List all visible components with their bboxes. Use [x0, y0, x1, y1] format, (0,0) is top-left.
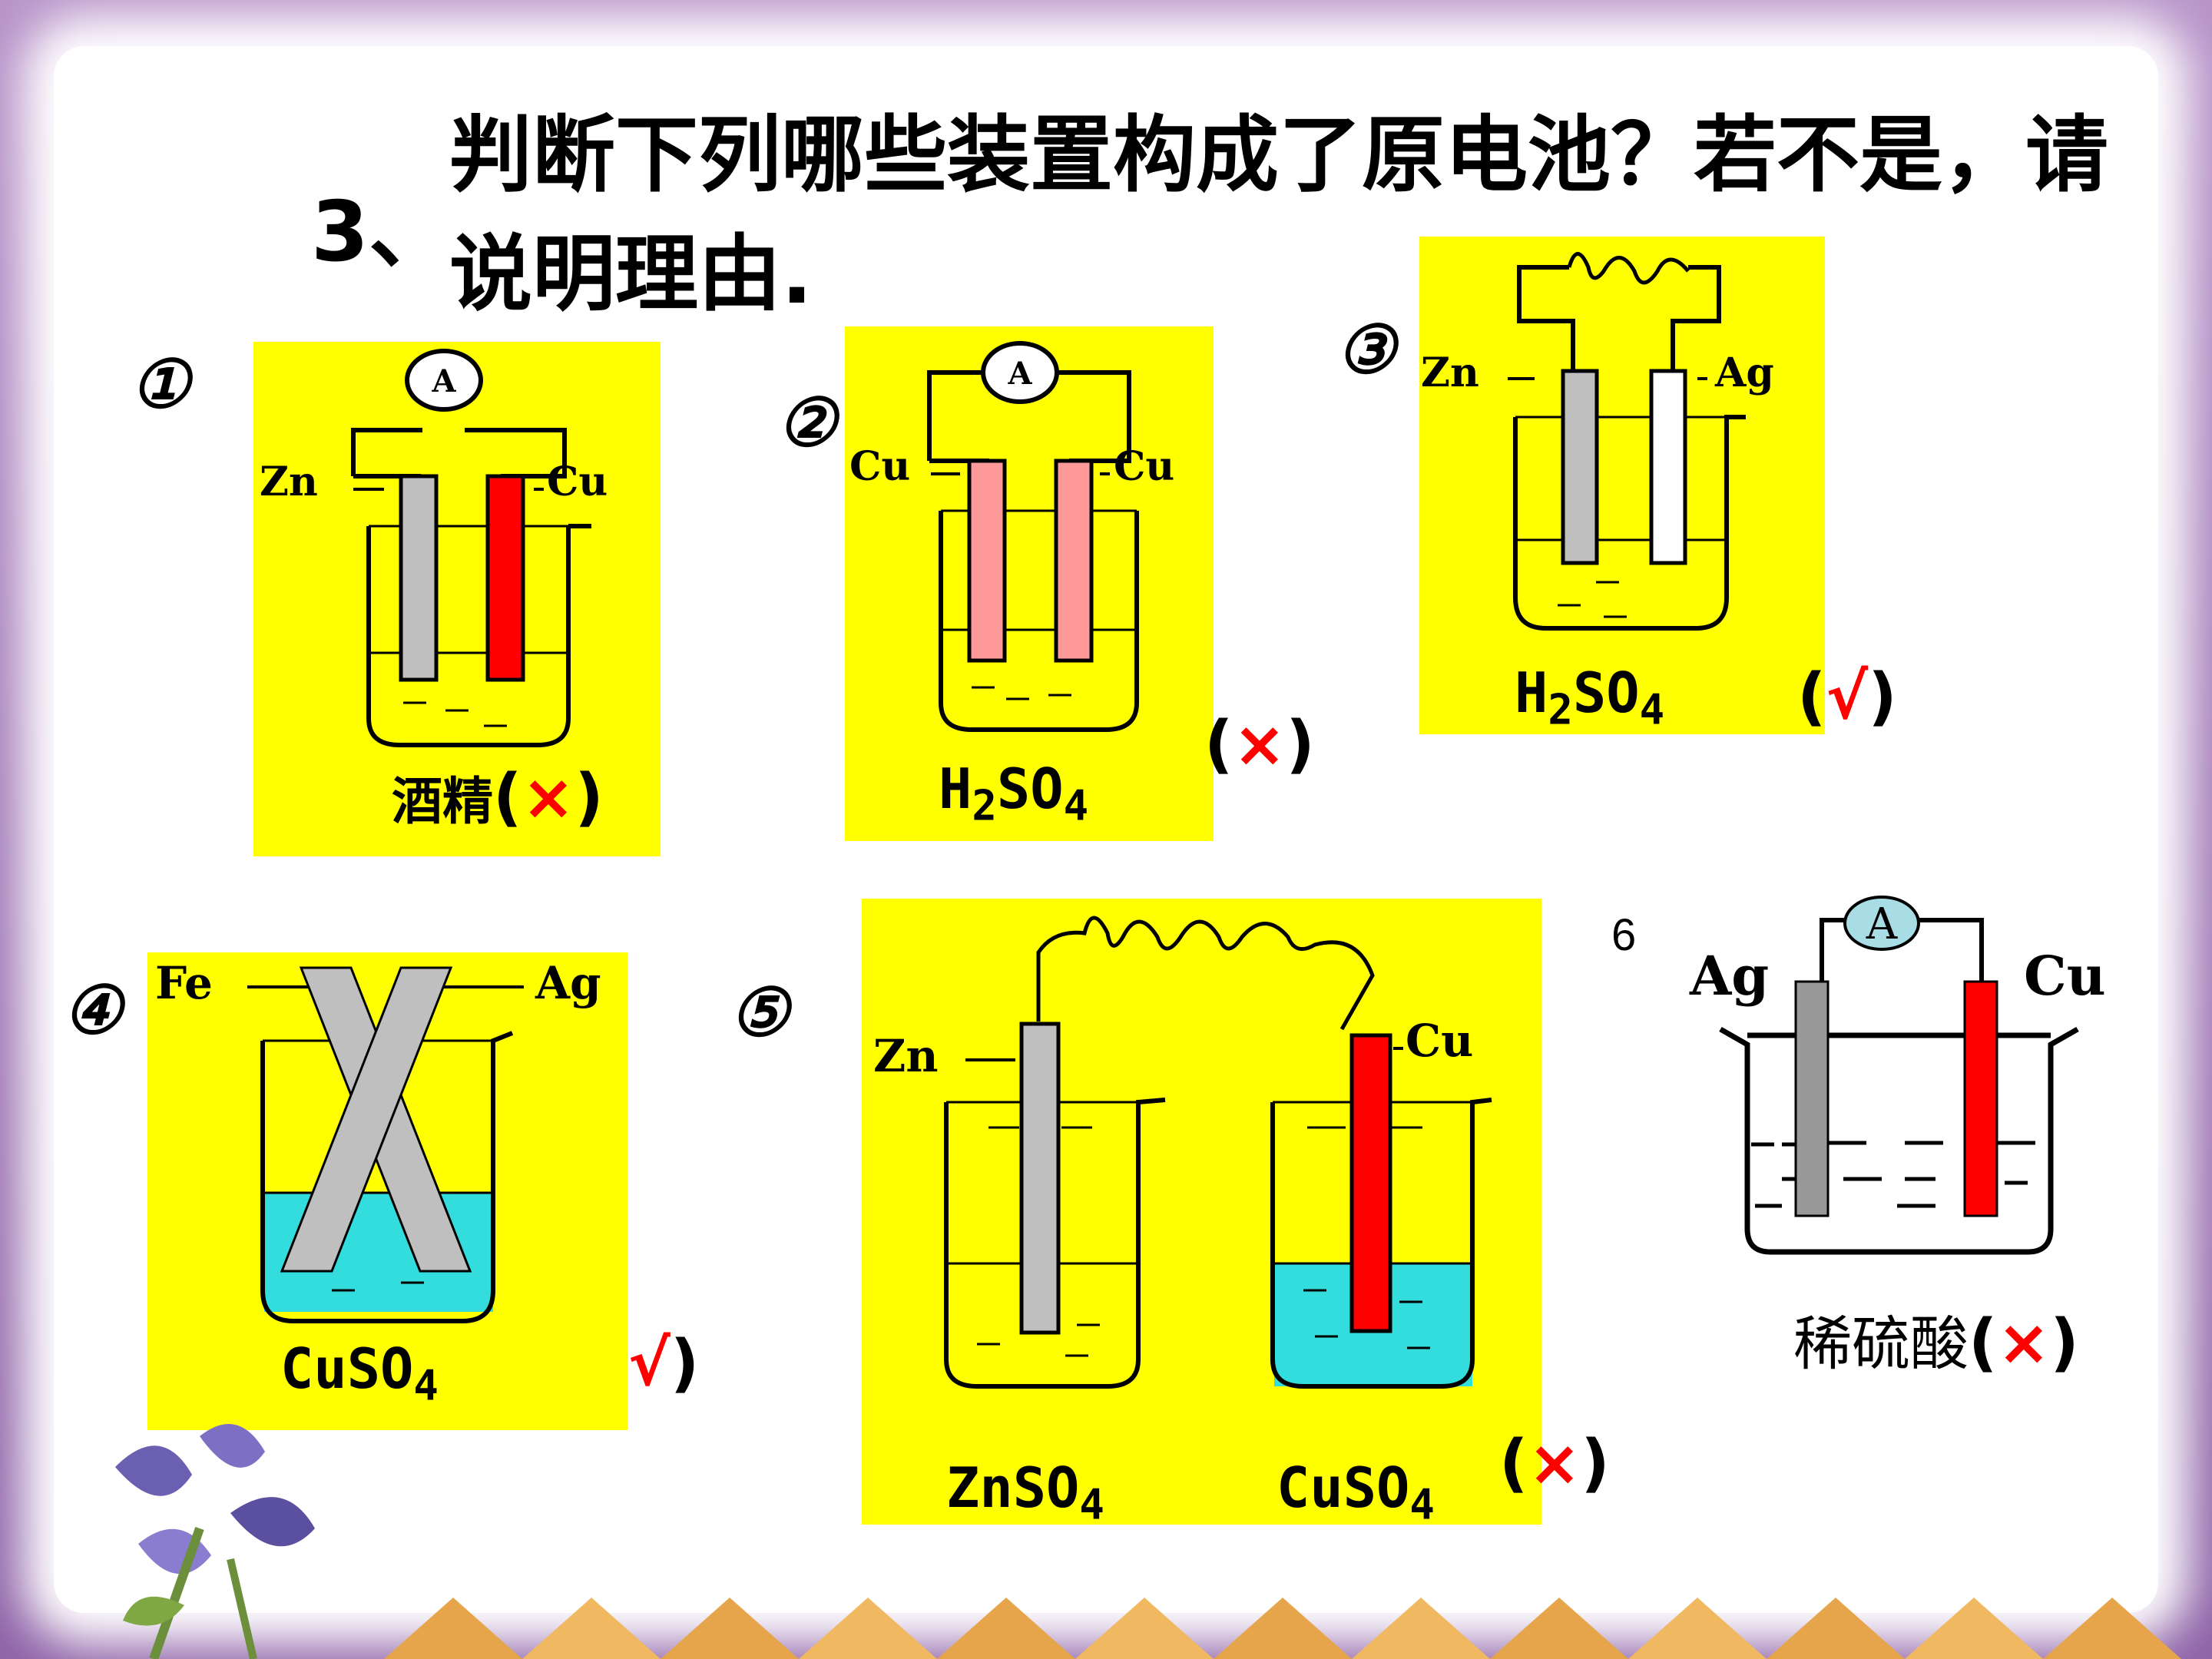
device-2-panel: A Cu Cu — [845, 326, 1214, 841]
zinc-electrode — [399, 474, 439, 682]
device-5-panel: Zn Cu — [862, 899, 1541, 1525]
silver-electrode — [1794, 980, 1830, 1217]
device-2-left-label: Cu — [849, 443, 910, 490]
device-5-left-label: Zn — [873, 1030, 939, 1082]
device-4-panel: Fe Ag — [147, 952, 628, 1430]
device-3-right-label: Ag — [1714, 349, 1774, 396]
device-3-left-label: Zn — [1421, 349, 1479, 396]
ammeter-icon — [981, 341, 1059, 404]
device-5-diagram: Zn Cu — [873, 916, 1492, 1389]
device-5-verdict: (×) — [1499, 1427, 1610, 1500]
device-3-diagram: Zn Ag — [1421, 252, 1774, 631]
device-2-marker: ② — [777, 384, 837, 462]
copper-electrode — [485, 474, 525, 682]
device-1-marker: ① — [131, 346, 190, 423]
device-3-verdict: (√) — [1797, 661, 1897, 733]
device-6-verdict: 稀硫酸(×) — [1793, 1306, 2079, 1379]
device-5-marker: ⑤ — [730, 974, 790, 1051]
decorative-border — [115, 1424, 2181, 1659]
copper-electrode — [1963, 980, 1998, 1217]
copper-electrode — [1349, 1033, 1392, 1333]
device-5-right-solution: CuSO4 — [1277, 1455, 1435, 1529]
device-3-solution: H2SO4 — [1515, 661, 1665, 734]
device-4-diagram: Fe Ag — [155, 957, 601, 1323]
copper-electrode-right — [1054, 459, 1094, 663]
flower-icon — [115, 1424, 315, 1659]
device-2-diagram: A Cu Cu — [849, 341, 1174, 732]
device-1-meter-label: A — [431, 363, 456, 399]
ammeter-icon — [1843, 896, 1920, 951]
device-4-verdict: √) — [628, 1327, 700, 1400]
device-5-left-solution: ZnSO4 — [946, 1455, 1104, 1529]
silver-electrode — [280, 966, 453, 1273]
device-1-verdict: 酒精(×) — [392, 761, 604, 834]
device-6-diagram: A Ag Cu — [1689, 896, 2104, 1255]
device-1-left-label: Zn — [260, 459, 318, 505]
pyramid-border — [384, 1598, 2181, 1659]
device-2-solution: H2SO4 — [939, 757, 1089, 830]
device-6-right-label: Cu — [2024, 944, 2104, 1008]
device-1-diagram: A Zn Cu — [260, 349, 608, 747]
device-2-meter-label: A — [1007, 356, 1032, 392]
device-6-marker: 6 — [1611, 910, 1637, 960]
device-6-left-label: Ag — [1689, 944, 1769, 1008]
zinc-electrode — [1561, 369, 1599, 565]
silver-electrode — [1649, 369, 1687, 565]
zinc-electrode — [1019, 1022, 1061, 1335]
question-text: 判断下列哪些装置构成了原电池？若不是，请说明理由. — [449, 108, 2109, 323]
device-4-marker: ④ — [63, 972, 123, 1049]
question-number: 3、 — [311, 184, 452, 280]
device-6-meter-label: A — [1866, 899, 1898, 949]
device-3-marker: ③ — [1336, 311, 1396, 389]
device-4-left-label: Fe — [155, 957, 213, 1009]
device-4-solution: CuSO4 — [280, 1336, 439, 1410]
copper-electrode-left — [967, 459, 1007, 663]
device-1-right-label: Cu — [547, 459, 608, 505]
device-1-panel: A Zn Cu — [253, 342, 661, 856]
device-4-right-label: Ag — [535, 957, 601, 1009]
ammeter-icon — [405, 349, 483, 412]
device-3-panel: Zn Ag — [1419, 237, 1825, 734]
device-5-right-label: Cu — [1406, 1015, 1473, 1067]
device-2-right-label: Cu — [1114, 443, 1174, 490]
device-2-verdict: (×) — [1204, 708, 1315, 781]
